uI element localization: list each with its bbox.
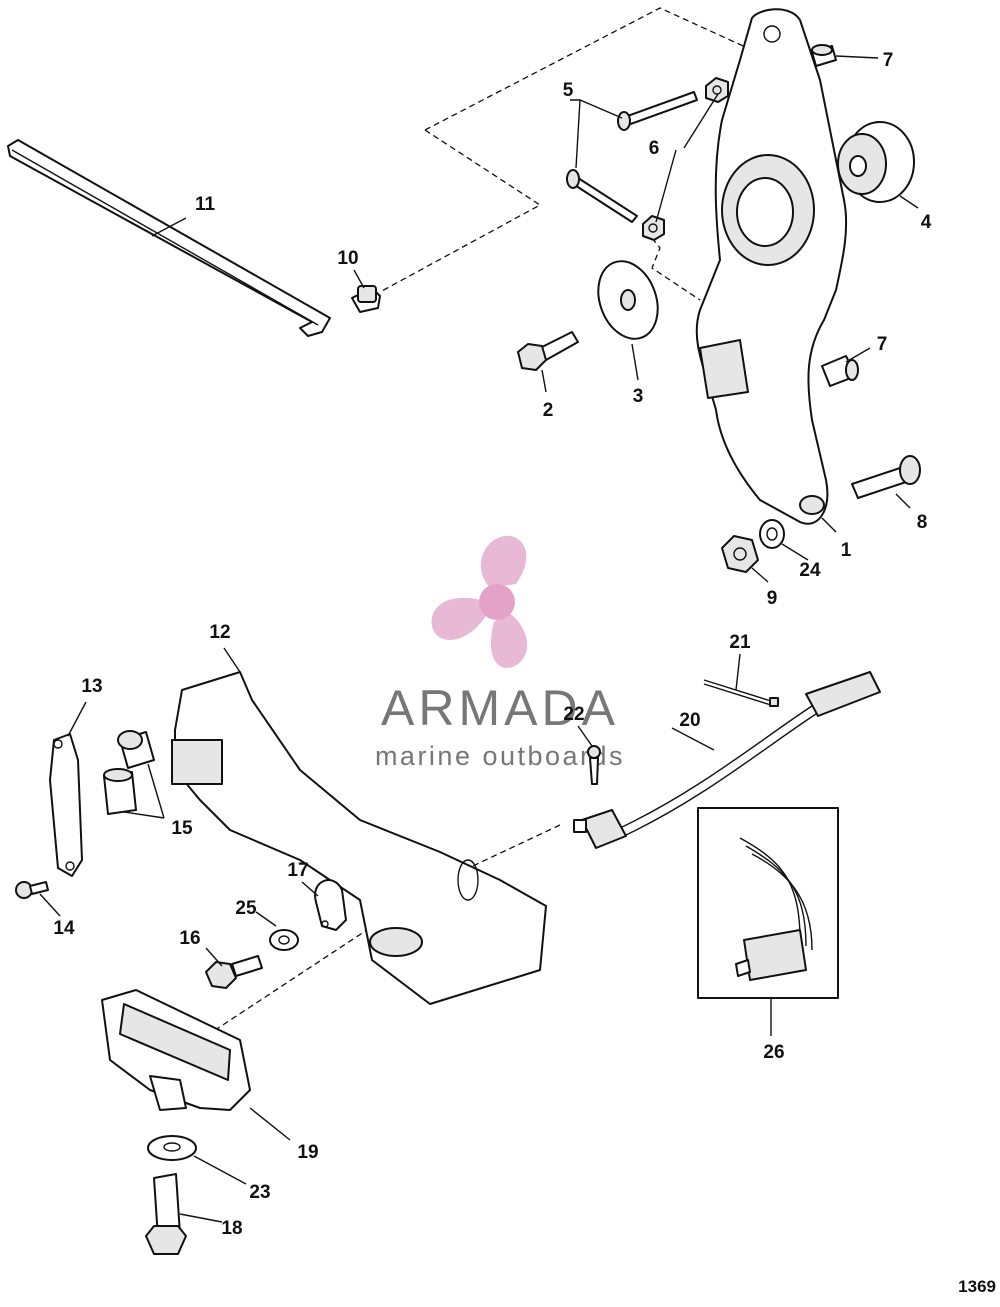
callout-11: 11 [195,194,216,215]
part-7-spacers [811,44,859,387]
callout-21: 21 [729,632,751,653]
part-13-gasket [49,733,83,877]
part-22-screw [587,745,601,785]
part-19-housing [101,989,251,1111]
callout-7-top: 7 [883,50,894,71]
callout-26: 26 [763,1042,784,1063]
callout-12: 12 [209,622,230,643]
part-3-washer [597,260,659,340]
callout-8: 8 [917,512,928,533]
part-4-bushing [837,121,915,203]
callout-17: 17 [287,860,308,881]
callout-4: 4 [921,212,932,233]
callout-18: 18 [221,1218,242,1239]
figure-number: 1369 [958,1277,996,1296]
callout-14: 14 [53,918,75,939]
part-11-rod [7,139,331,337]
part-24-washer [759,519,785,549]
callout-13: 13 [81,676,102,697]
part-17-clamp [314,879,347,931]
part-16-bolt [205,955,263,989]
leader-lines [39,55,919,1223]
callout-9: 9 [767,588,778,609]
part-25-washer [269,929,299,951]
callout-15: 15 [171,818,193,839]
part-26-kit [697,807,839,999]
part-2-bolt [517,331,579,371]
callout-19: 19 [297,1142,318,1163]
part-15-bushings [103,730,155,815]
brand-name: ARMADA [381,680,619,736]
part-18-bolt [145,1173,187,1255]
callout-10: 10 [337,248,358,269]
part-8-pin [851,455,921,499]
callout-22: 22 [563,704,584,725]
armada-logo: ARMADA marine outboards [375,535,625,771]
part-12-arm [171,671,547,1005]
callout-7-bottom: 7 [877,334,888,355]
brand-tagline: marine outboards [375,741,625,771]
part-6-nuts [642,77,729,241]
callout-2: 2 [543,400,554,421]
part-5-screws [566,91,698,223]
part-23-washer [147,1135,197,1161]
callout-5: 5 [563,80,574,101]
part-10-clip [351,285,381,313]
part-20-harness [573,671,881,849]
part-14-screw [15,881,49,899]
callout-6: 6 [649,138,660,159]
callout-1: 1 [841,540,852,561]
callout-23: 23 [249,1182,270,1203]
propeller-icon [431,535,528,668]
part-9-nut [721,535,759,573]
callout-20: 20 [679,710,700,731]
part-1-bracket [695,8,848,525]
callout-labels: 1 2 3 4 5 6 7 7 8 9 10 11 12 13 14 15 16… [53,50,931,1239]
callout-24: 24 [799,560,821,581]
callout-16: 16 [179,928,200,949]
callout-3: 3 [633,386,644,407]
callout-25: 25 [235,898,257,919]
part-21-tie [703,679,779,707]
